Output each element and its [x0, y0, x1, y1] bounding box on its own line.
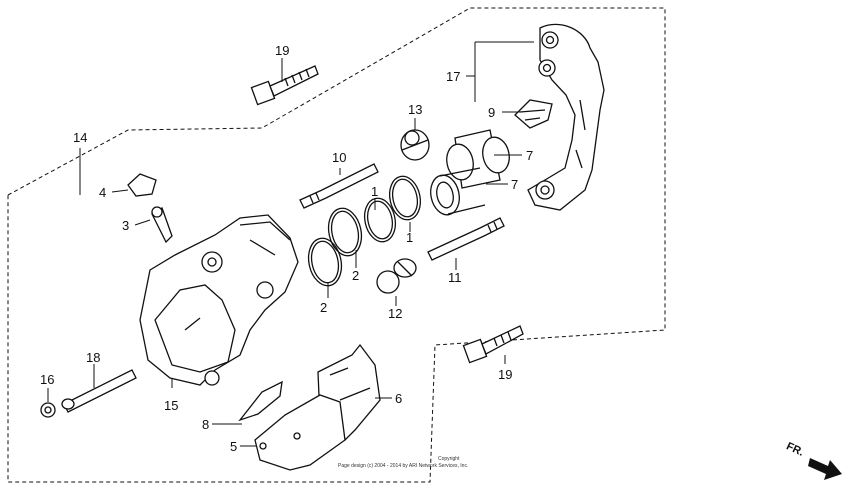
callout-1-left: 1	[371, 184, 378, 199]
hanger-pin	[61, 369, 137, 413]
assembly-boundary	[7, 7, 666, 483]
bleeder-valve	[151, 206, 173, 244]
callout-14: 14	[73, 130, 87, 145]
callout-5: 5	[230, 439, 237, 454]
callout-1-right: 1	[406, 230, 413, 245]
caliper-body	[139, 214, 299, 386]
piston-lower	[430, 167, 486, 216]
front-direction-indicator: FR.	[784, 440, 842, 480]
callout-12: 12	[388, 306, 402, 321]
callout-11: 11	[448, 270, 462, 285]
callout-19-bottom: 19	[498, 367, 512, 382]
pin-plug	[40, 402, 56, 418]
callout-16: 16	[40, 372, 54, 387]
front-label: FR.	[784, 440, 805, 458]
callout-13: 13	[408, 102, 422, 117]
front-arrow-icon	[808, 458, 842, 480]
pin-boot	[400, 129, 430, 161]
callout-19-top: 19	[275, 43, 289, 58]
callout-8: 8	[202, 417, 209, 432]
caliper-bracket	[527, 23, 605, 211]
pad-shim	[238, 380, 283, 422]
copyright-line-2: Page design (c) 2004 - 2014 by ARI Netwo…	[338, 463, 468, 469]
callout-2-left: 2	[320, 300, 327, 315]
leader-lines	[47, 41, 534, 447]
callout-3: 3	[122, 218, 129, 233]
callout-10: 10	[332, 150, 346, 165]
callout-15: 15	[164, 398, 178, 413]
piston-upper	[446, 129, 510, 189]
bolt-top	[250, 65, 319, 106]
callout-9: 9	[488, 105, 495, 120]
callout-6: 6	[395, 391, 402, 406]
callout-18: 18	[86, 350, 100, 365]
copyright-line-1: Copyright	[438, 456, 460, 462]
callout-7-upper: 7	[526, 148, 533, 163]
bolt-bottom	[462, 325, 524, 364]
callout-2-right: 2	[352, 268, 359, 283]
bleeder-cap	[127, 173, 157, 197]
brake-pad-lower	[254, 394, 346, 471]
callout-4: 4	[99, 185, 106, 200]
slide-pin-lower	[427, 217, 505, 261]
callout-7-lower: 7	[511, 177, 518, 192]
pin-bolt	[376, 258, 417, 294]
slide-pin-upper	[299, 163, 379, 209]
pad-spring	[514, 99, 553, 129]
callout-17: 17	[446, 69, 460, 84]
